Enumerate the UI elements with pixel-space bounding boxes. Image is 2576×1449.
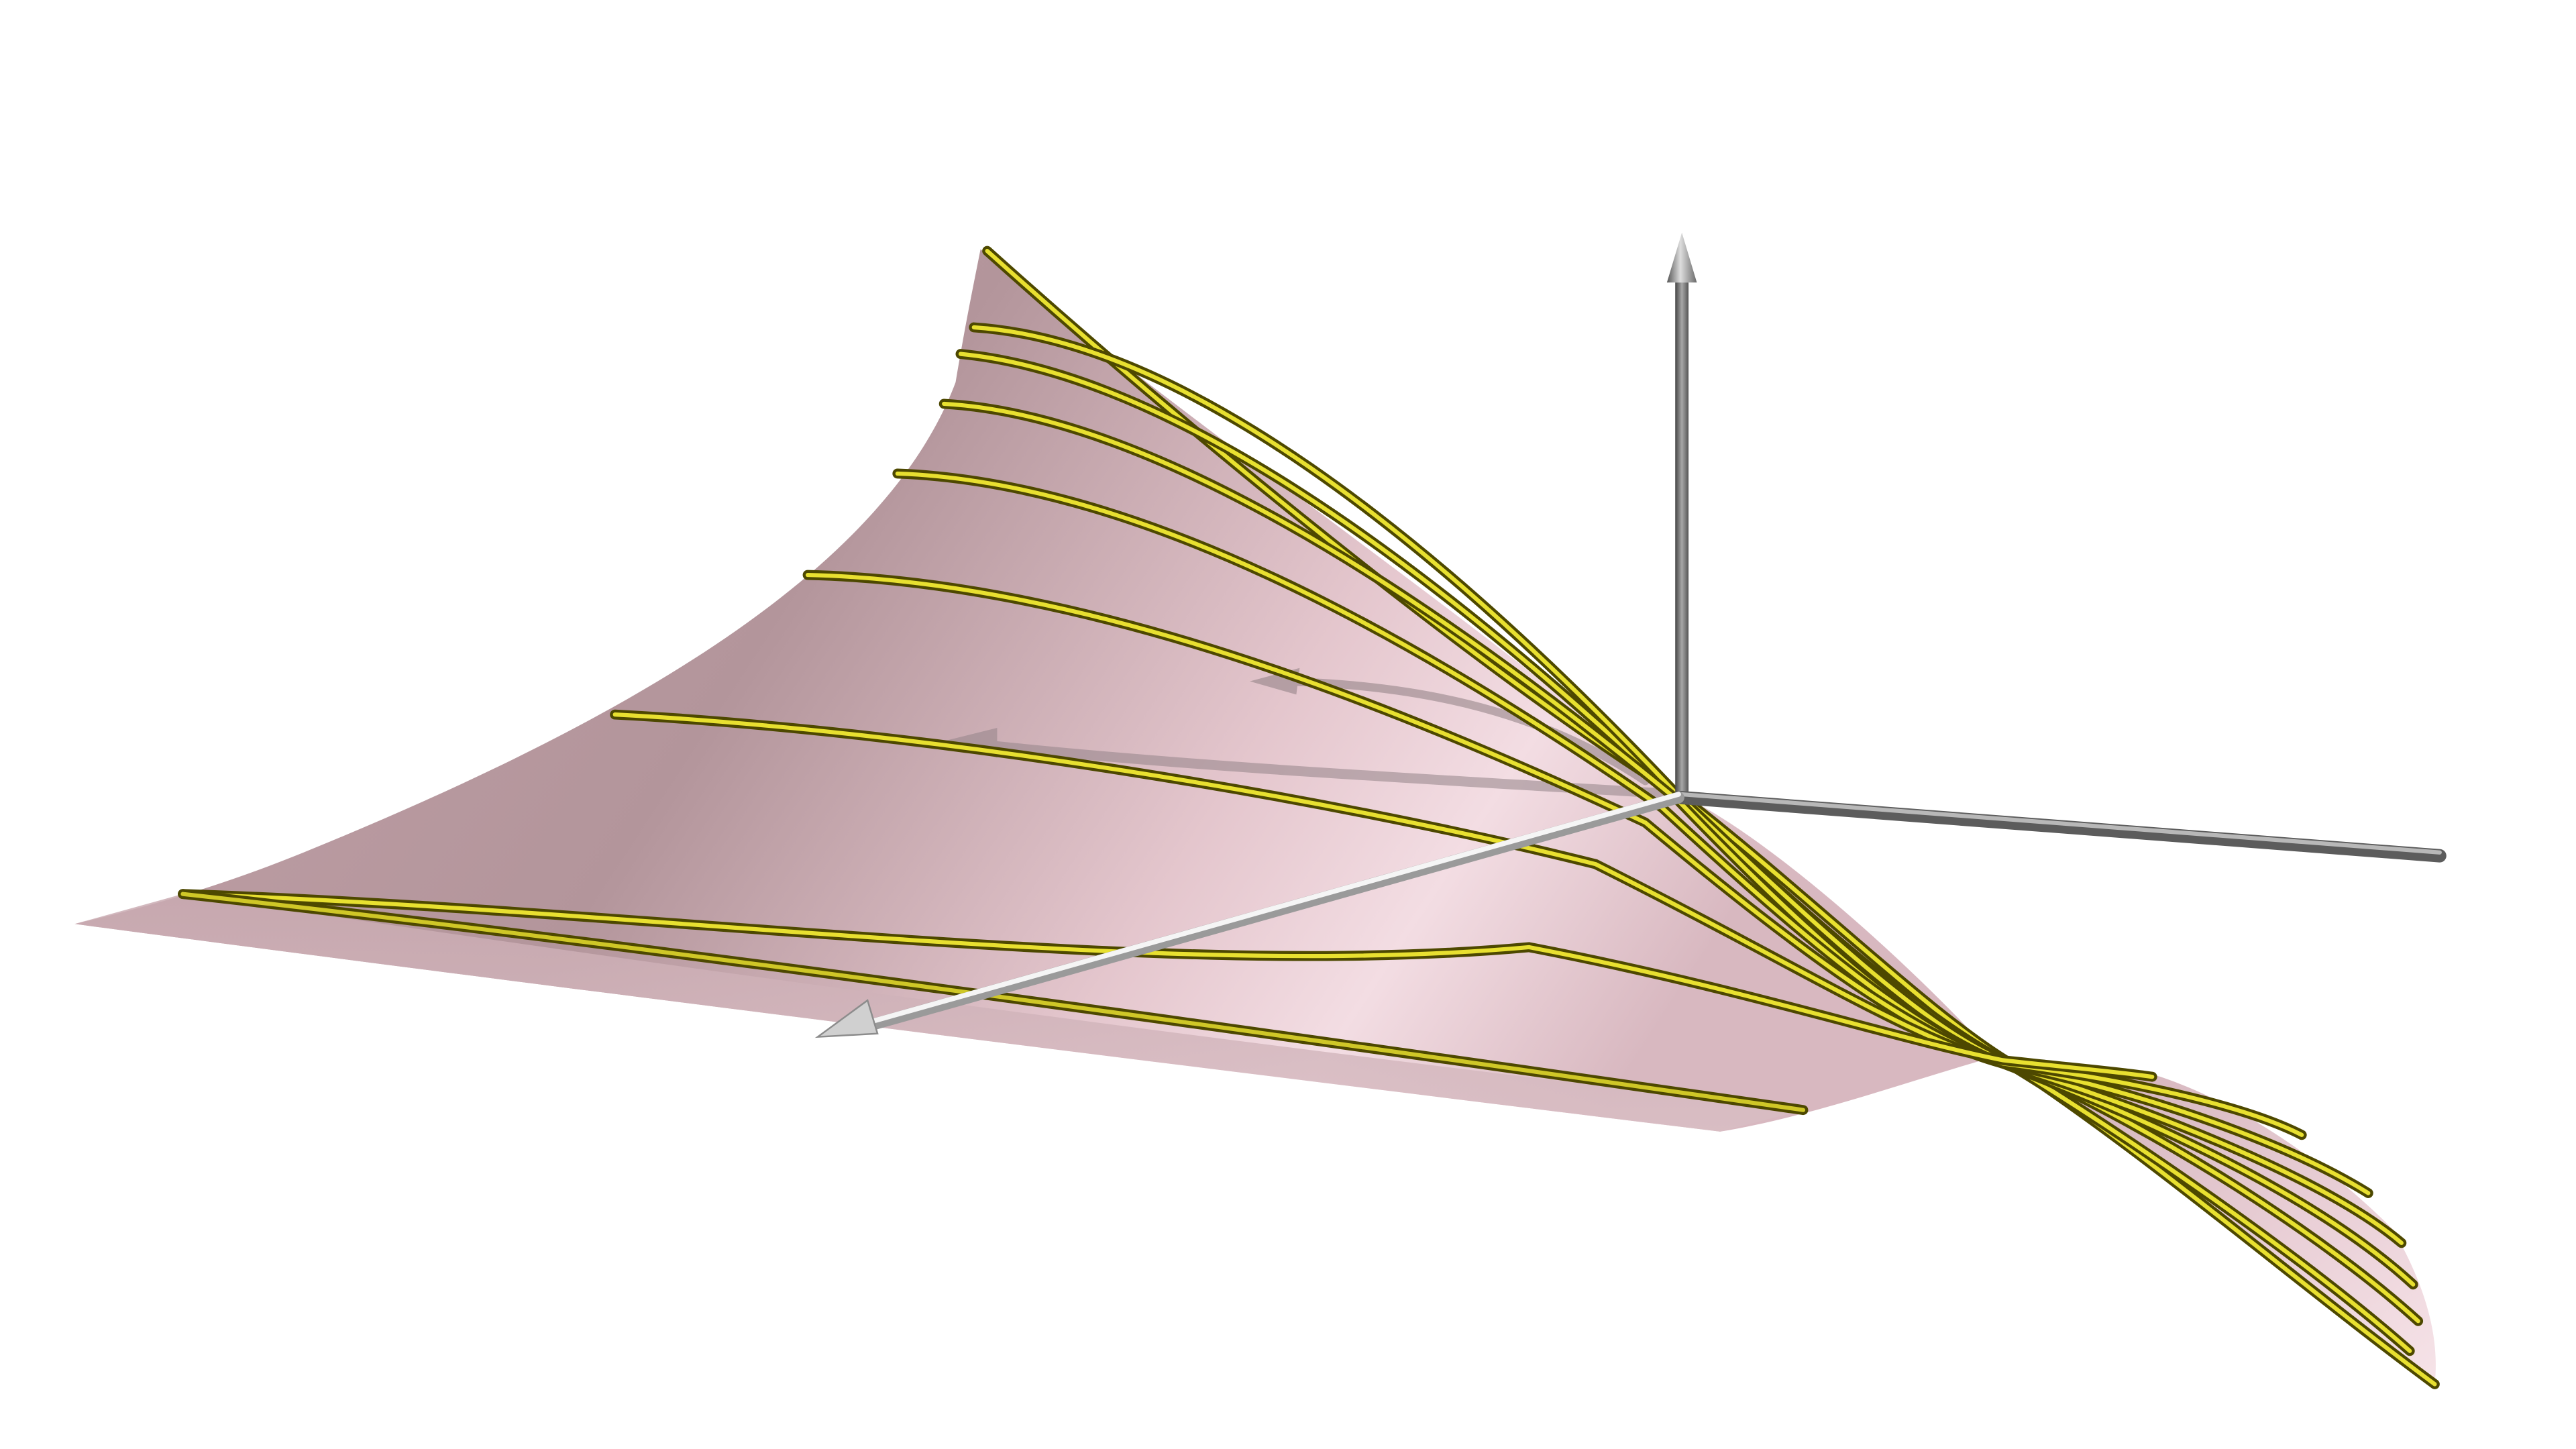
surface-lower-patch: [74, 894, 1803, 1132]
vertical-axis: [1666, 232, 1697, 798]
back-axis-curved: [1275, 677, 1650, 786]
curve-8: [178, 889, 2157, 1082]
curve-6: [802, 570, 2373, 1198]
curve-9: [178, 889, 1809, 1116]
horizontal-axis: [1675, 791, 2447, 863]
surface: [74, 249, 2436, 1385]
curves: [178, 246, 2440, 1389]
front-axis: [814, 792, 1684, 1038]
curve-7: [610, 709, 2307, 1140]
curve-1: [982, 246, 2440, 1389]
curve-3: [969, 322, 2424, 1326]
curve-4: [938, 398, 2418, 1290]
curve-5: [892, 468, 2407, 1248]
vertical-axis-arrowhead: [1666, 232, 1697, 283]
axes: [814, 232, 2447, 1038]
front-axis-arrowhead: [814, 999, 879, 1038]
